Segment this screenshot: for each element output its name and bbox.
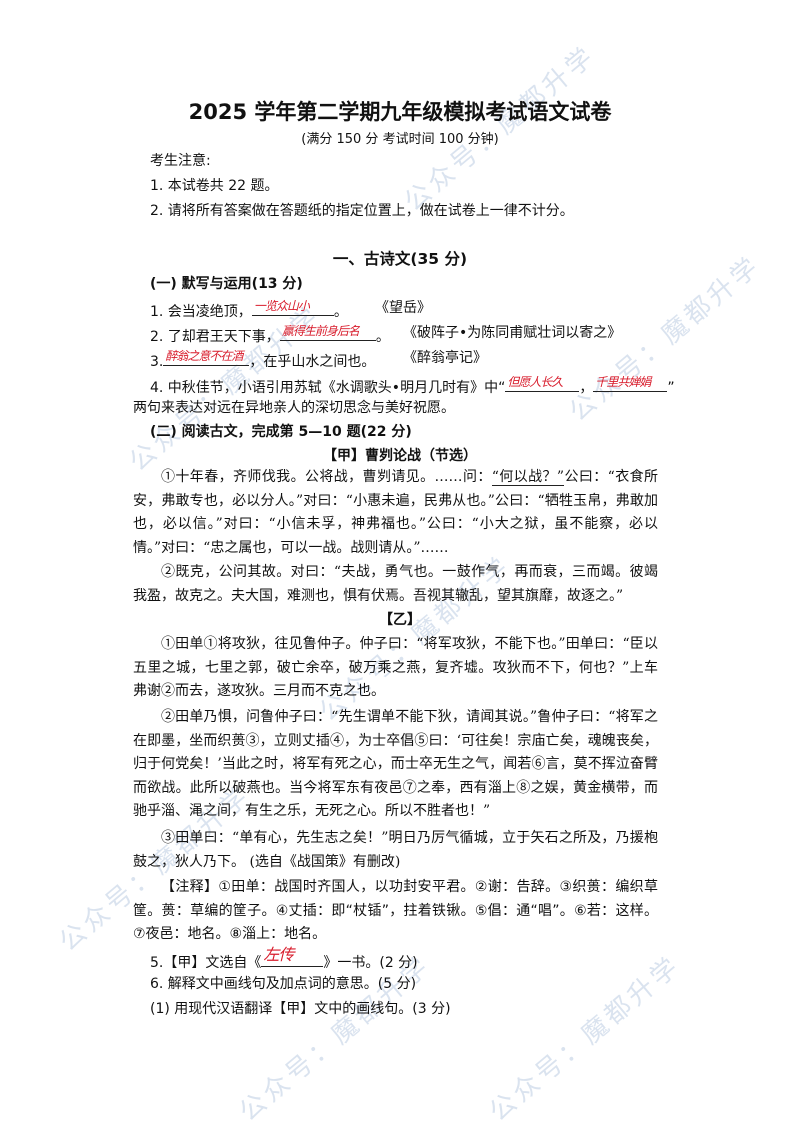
- q5-handwritten-answer: 左传: [263, 945, 294, 964]
- passage-b-paragraph-1: ①田单①将攻狄，往见鲁仲子。仲子曰：“将军攻狄，不能下也。”田单曰：“臣以五里之…: [133, 636, 658, 699]
- part-title: (二) 阅读古文，完成第 5—10 题(22 分): [150, 424, 412, 440]
- q1-suffix: 。: [333, 304, 348, 320]
- q2-handwritten-answer: 赢得生前身后名: [281, 324, 360, 338]
- passage-a-title: 【甲】曹刿论战（节选）: [323, 448, 477, 464]
- q3-source: 《醉翁亭记》: [403, 350, 487, 366]
- q3-prefix: 3.: [150, 354, 164, 370]
- exam-title: 2025 学年第二学期九年级模拟考试语文试卷: [188, 100, 612, 124]
- q1-prefix: 1. 会当凌绝顶，: [150, 304, 252, 320]
- q4-separator: ，: [579, 380, 594, 396]
- q4-line2: 两句来表达对远在异地亲人的深切思念与美好祝愿。: [133, 400, 455, 416]
- q2-suffix: 。: [375, 329, 390, 345]
- question-4: 4. 中秋佳节，小语引用苏轼《水调歌头•明月几时有》中“但愿人长久 ，千里共婵娟 ”: [150, 373, 675, 397]
- q3-answer-blank[interactable]: 醉翁之意不在酒: [163, 347, 250, 366]
- q4-handwritten-answer-1: 但愿人长久: [507, 375, 563, 389]
- q2-prefix: 2. 了却君王天下事，: [150, 329, 280, 345]
- q1-answer-blank[interactable]: 一览众山小: [251, 297, 334, 316]
- q4-answer-blank-1[interactable]: 但愿人长久: [505, 373, 580, 392]
- q5-suffix: 》一书。(2 分): [323, 955, 418, 971]
- notice-heading: 考生注意:: [150, 153, 211, 169]
- q4-prefix: 4. 中秋佳节，小语引用苏轼《水调歌头•明月几时有》中“: [150, 380, 506, 396]
- q4-answer-blank-2[interactable]: 千里共婵娟: [593, 373, 668, 392]
- passage-a-p1-before: ①十年春，齐师伐我。公将战，曹刿请见。……问：: [161, 469, 492, 485]
- section-title: 一、古诗文(35 分): [332, 250, 468, 268]
- notice-item: 1. 本试卷共 22 题。: [150, 178, 279, 194]
- notice-item: 2. 请将所有答案做在答题纸的指定位置上，做在试卷上一律不计分。: [150, 203, 574, 219]
- q1-source: 《望岳》: [375, 300, 431, 316]
- q3-suffix: ，在乎山水之间也。: [249, 354, 376, 370]
- passage-b-paragraph-2: ②田单乃惧，问鲁仲子曰：“先生谓单不能下狄，请闻其说。”鲁仲子曰：“将军之在即墨…: [133, 709, 658, 819]
- question-6-1: (1) 用现代汉语翻译【甲】文中的画线句。(3 分): [150, 1001, 451, 1017]
- q5-answer-blank[interactable]: 左传: [261, 945, 324, 967]
- part-title: (一) 默写与运用(13 分): [150, 276, 303, 292]
- q4-suffix: ”: [667, 380, 675, 396]
- underlined-sentence: “何以战？”: [491, 469, 565, 486]
- q3-handwritten-answer: 醉翁之意不在酒: [165, 349, 243, 363]
- question-6: 6. 解释文中画线句及加点词的意思。(5 分): [150, 976, 417, 992]
- q4-handwritten-answer-2: 千里共婵娟: [595, 375, 651, 389]
- q5-prefix: 5.【甲】文选自《: [150, 955, 262, 971]
- passage-a-paragraph-2: ②既克，公问其故。对曰：“夫战，勇气也。一鼓作气，再而衰，三而竭。彼竭我盈，故克…: [133, 564, 658, 604]
- passage-b-title: 【乙】: [379, 612, 421, 628]
- q1-handwritten-answer: 一览众山小: [253, 299, 310, 313]
- watermark: 公众号：魔都升学: [483, 950, 688, 1128]
- q2-source: 《破阵子•为陈同甫赋壮词以寄之》: [403, 325, 622, 341]
- passage-b-paragraph-3: ③田单曰：“单有心，先生志之矣！”明日乃厉气循城，立于矢石之所及，乃援枹鼓之，狄…: [133, 830, 658, 870]
- exam-subtitle: (满分 150 分 考试时间 100 分钟): [301, 132, 499, 147]
- annotation-notes: 【注释】①田单：战国时齐国人，以功封安平君。②谢：告辞。③织蒉：编织草筐。蒉：草…: [133, 879, 658, 942]
- question-3: 3.醉翁之意不在酒 ，在乎山水之间也。: [150, 347, 375, 371]
- passage-a-paragraph-1: ①十年春，齐师伐我。公将战，曹刿请见。……问：“何以战？”公曰：“衣食所安，弗敢…: [133, 466, 658, 560]
- question-1: 1. 会当凌绝顶，一览众山小 。: [150, 297, 348, 321]
- question-5: 5.【甲】文选自《左传》一书。(2 分): [150, 945, 418, 972]
- question-2: 2. 了却君王天下事，赢得生前身后名 。: [150, 322, 390, 346]
- passage-a-p1-after: 公曰：“衣食所安，弗敢专也，必以分人。”对曰：“小惠未遍，民弗从也。”公曰：“牺…: [133, 469, 658, 556]
- q2-answer-blank[interactable]: 赢得生前身后名: [279, 322, 376, 341]
